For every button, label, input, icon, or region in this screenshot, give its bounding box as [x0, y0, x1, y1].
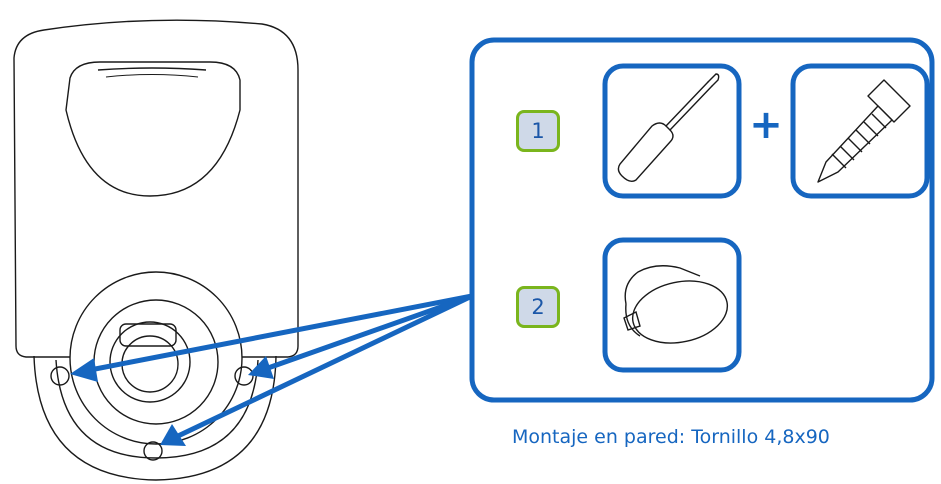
screwdriver-icon — [617, 73, 720, 183]
connector-slot — [119, 323, 177, 347]
step-1-number: 1 — [531, 119, 545, 143]
arrow-to-left-hole — [87, 293, 475, 373]
arrow-to-bottom-hole — [175, 293, 475, 439]
wall-plug-icon — [623, 265, 729, 344]
mounting-base-inner — [55, 359, 259, 459]
device-housing — [13, 19, 299, 358]
plus-sign: + — [749, 102, 783, 148]
screw-hole-left — [50, 366, 70, 386]
caption: Montaje en pared: Tornillo 4,8x90 — [512, 426, 830, 448]
device-window — [65, 61, 241, 197]
step-2-badge: 2 — [516, 286, 560, 328]
arrow-to-right-hole — [265, 293, 475, 371]
wall-box-device — [13, 19, 299, 481]
connector-ring-inner — [109, 321, 191, 403]
arrowhead-left — [70, 358, 98, 382]
step-1-badge: 1 — [516, 110, 560, 152]
device-window-inner-2 — [105, 74, 199, 78]
arrows — [70, 293, 475, 446]
screw-hole-bottom — [143, 441, 163, 461]
screw-icon — [817, 79, 911, 183]
arrowhead-right — [248, 356, 274, 379]
device-window-inner — [97, 67, 207, 71]
arrowhead-bottom — [160, 424, 186, 446]
mounting-base — [33, 355, 277, 481]
step-2-number: 2 — [531, 295, 545, 319]
screw-hole-right — [234, 366, 254, 386]
